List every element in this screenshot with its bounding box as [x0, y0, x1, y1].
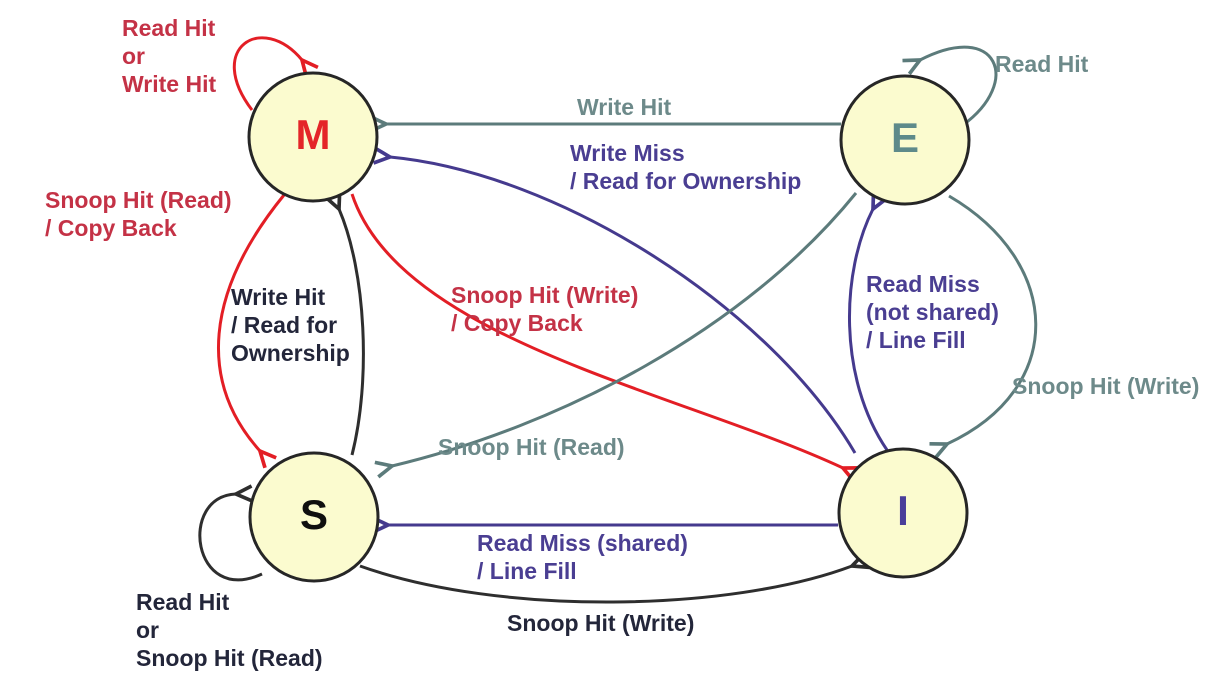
- state-label-modified: M: [295, 111, 331, 159]
- edge-s-self-loop: [198, 494, 263, 582]
- label-m-to-i-snoop-hit-write: Snoop Hit (Write) / Copy Back: [451, 282, 639, 336]
- label-e-to-s-snoop-hit-read: Snoop Hit (Read): [438, 434, 625, 460]
- label-i-to-e-read-miss: Read Miss (not shared) / Line Fill: [866, 271, 999, 353]
- label-m-to-s-snoop-hit-read: Snoop Hit (Read) / Copy Back: [45, 187, 232, 241]
- state-label-shared: S: [299, 491, 329, 539]
- state-node-invalid: [837, 447, 969, 579]
- edge-s-to-m: [339, 209, 365, 456]
- edge-i-to-e: [847, 209, 889, 451]
- label-i-to-m-write-miss: Write Miss / Read for Ownership: [570, 140, 802, 194]
- label-s-to-m-write-hit: Write Hit / Read for Ownership: [231, 284, 350, 366]
- edge-s-to-i: [359, 566, 852, 604]
- label-s-self-read-or-snoop-hit: Read Hit or Snoop Hit (Read): [136, 589, 323, 671]
- edge-i-to-m: [390, 157, 857, 454]
- state-label-exclusive: E: [890, 114, 920, 162]
- label-e-to-i-snoop-hit-write: Snoop Hit (Write): [1012, 373, 1200, 399]
- label-i-to-s-read-miss-shared: Read Miss (shared) / Line Fill: [477, 530, 688, 584]
- edge-e-to-s: [392, 192, 858, 466]
- state-node-exclusive: [839, 74, 971, 206]
- label-e-to-m-write-hit: Write Hit: [577, 94, 672, 120]
- label-e-self-read-hit: Read Hit: [995, 51, 1089, 77]
- edge-e-self-loop: [920, 45, 998, 127]
- label-s-to-i-snoop-hit-write: Snoop Hit (Write): [507, 610, 695, 636]
- state-node-shared: [248, 451, 380, 583]
- edge-e-to-i: [947, 194, 1038, 444]
- label-m-self-read-or-write-hit: Read Hit or Write Hit: [122, 15, 217, 97]
- edge-m-to-s: [216, 194, 286, 451]
- state-node-modified: [247, 71, 379, 203]
- edge-m-self-loop: [232, 36, 302, 111]
- state-label-invalid: I: [897, 487, 909, 535]
- edge-m-to-i: [350, 193, 843, 468]
